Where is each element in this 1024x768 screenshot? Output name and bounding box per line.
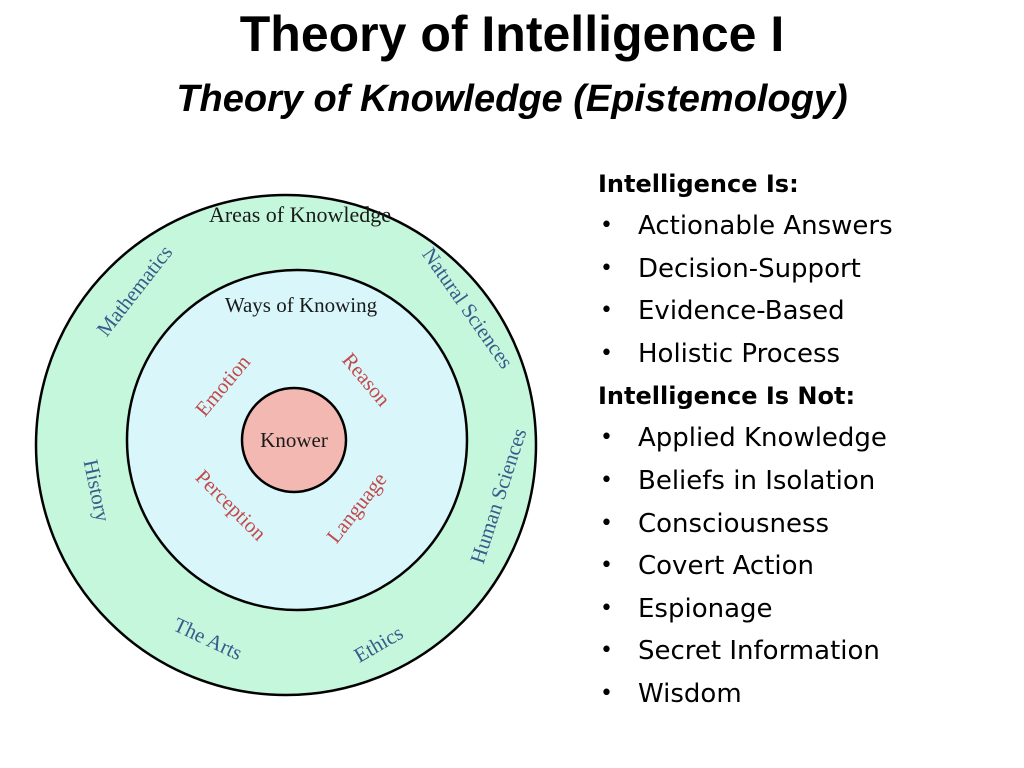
- list-item: •Evidence-Based: [598, 290, 1018, 333]
- knower-circle: [240, 386, 348, 494]
- list-item: •Consciousness: [598, 503, 1018, 546]
- bullet-icon: •: [600, 680, 613, 706]
- bullet-icon: •: [600, 298, 613, 324]
- ways-of-knowing-label: Ways of Knowing: [225, 293, 378, 317]
- list-item: •Holistic Process: [598, 333, 1018, 376]
- intelligence-is-not-list: •Applied Knowledge •Beliefs in Isolation…: [598, 417, 1018, 715]
- list-item: •Applied Knowledge: [598, 417, 1018, 460]
- intelligence-is-not-heading: Intelligence Is Not:: [598, 382, 856, 411]
- bullet-icon: •: [600, 553, 613, 579]
- bullet-icon: •: [600, 638, 613, 664]
- list-item: •Beliefs in Isolation: [598, 460, 1018, 503]
- bullet-icon: •: [600, 255, 613, 281]
- bullet-icon: •: [600, 467, 613, 493]
- bullet-icon: •: [600, 425, 613, 451]
- slide-title: Theory of Intelligence I: [239, 6, 785, 62]
- list-item: •Covert Action: [598, 545, 1018, 588]
- list-item: •Secret Information: [598, 630, 1018, 673]
- list-item: •Espionage: [598, 588, 1018, 631]
- knower-label: Knower: [260, 428, 328, 452]
- bullet-icon: •: [600, 340, 613, 366]
- list-item: •Actionable Answers: [598, 205, 1018, 248]
- intelligence-is-heading: Intelligence Is:: [598, 170, 799, 198]
- tok-circle-diagram: Areas of Knowledge Ways of Knowing Knowe…: [34, 193, 538, 697]
- list-item: •Wisdom: [598, 673, 1018, 716]
- intelligence-definition-list: Intelligence Is: •Actionable Answers •De…: [598, 163, 1018, 716]
- list-item: •Decision-Support: [598, 248, 1018, 291]
- bullet-icon: •: [600, 510, 613, 536]
- intelligence-is-list: •Actionable Answers •Decision-Support •E…: [598, 205, 1018, 375]
- areas-of-knowledge-label: Areas of Knowledge: [209, 202, 391, 227]
- bullet-icon: •: [600, 595, 613, 621]
- slide-subtitle: Theory of Knowledge (Epistemology): [176, 78, 848, 120]
- bullet-icon: •: [600, 213, 613, 238]
